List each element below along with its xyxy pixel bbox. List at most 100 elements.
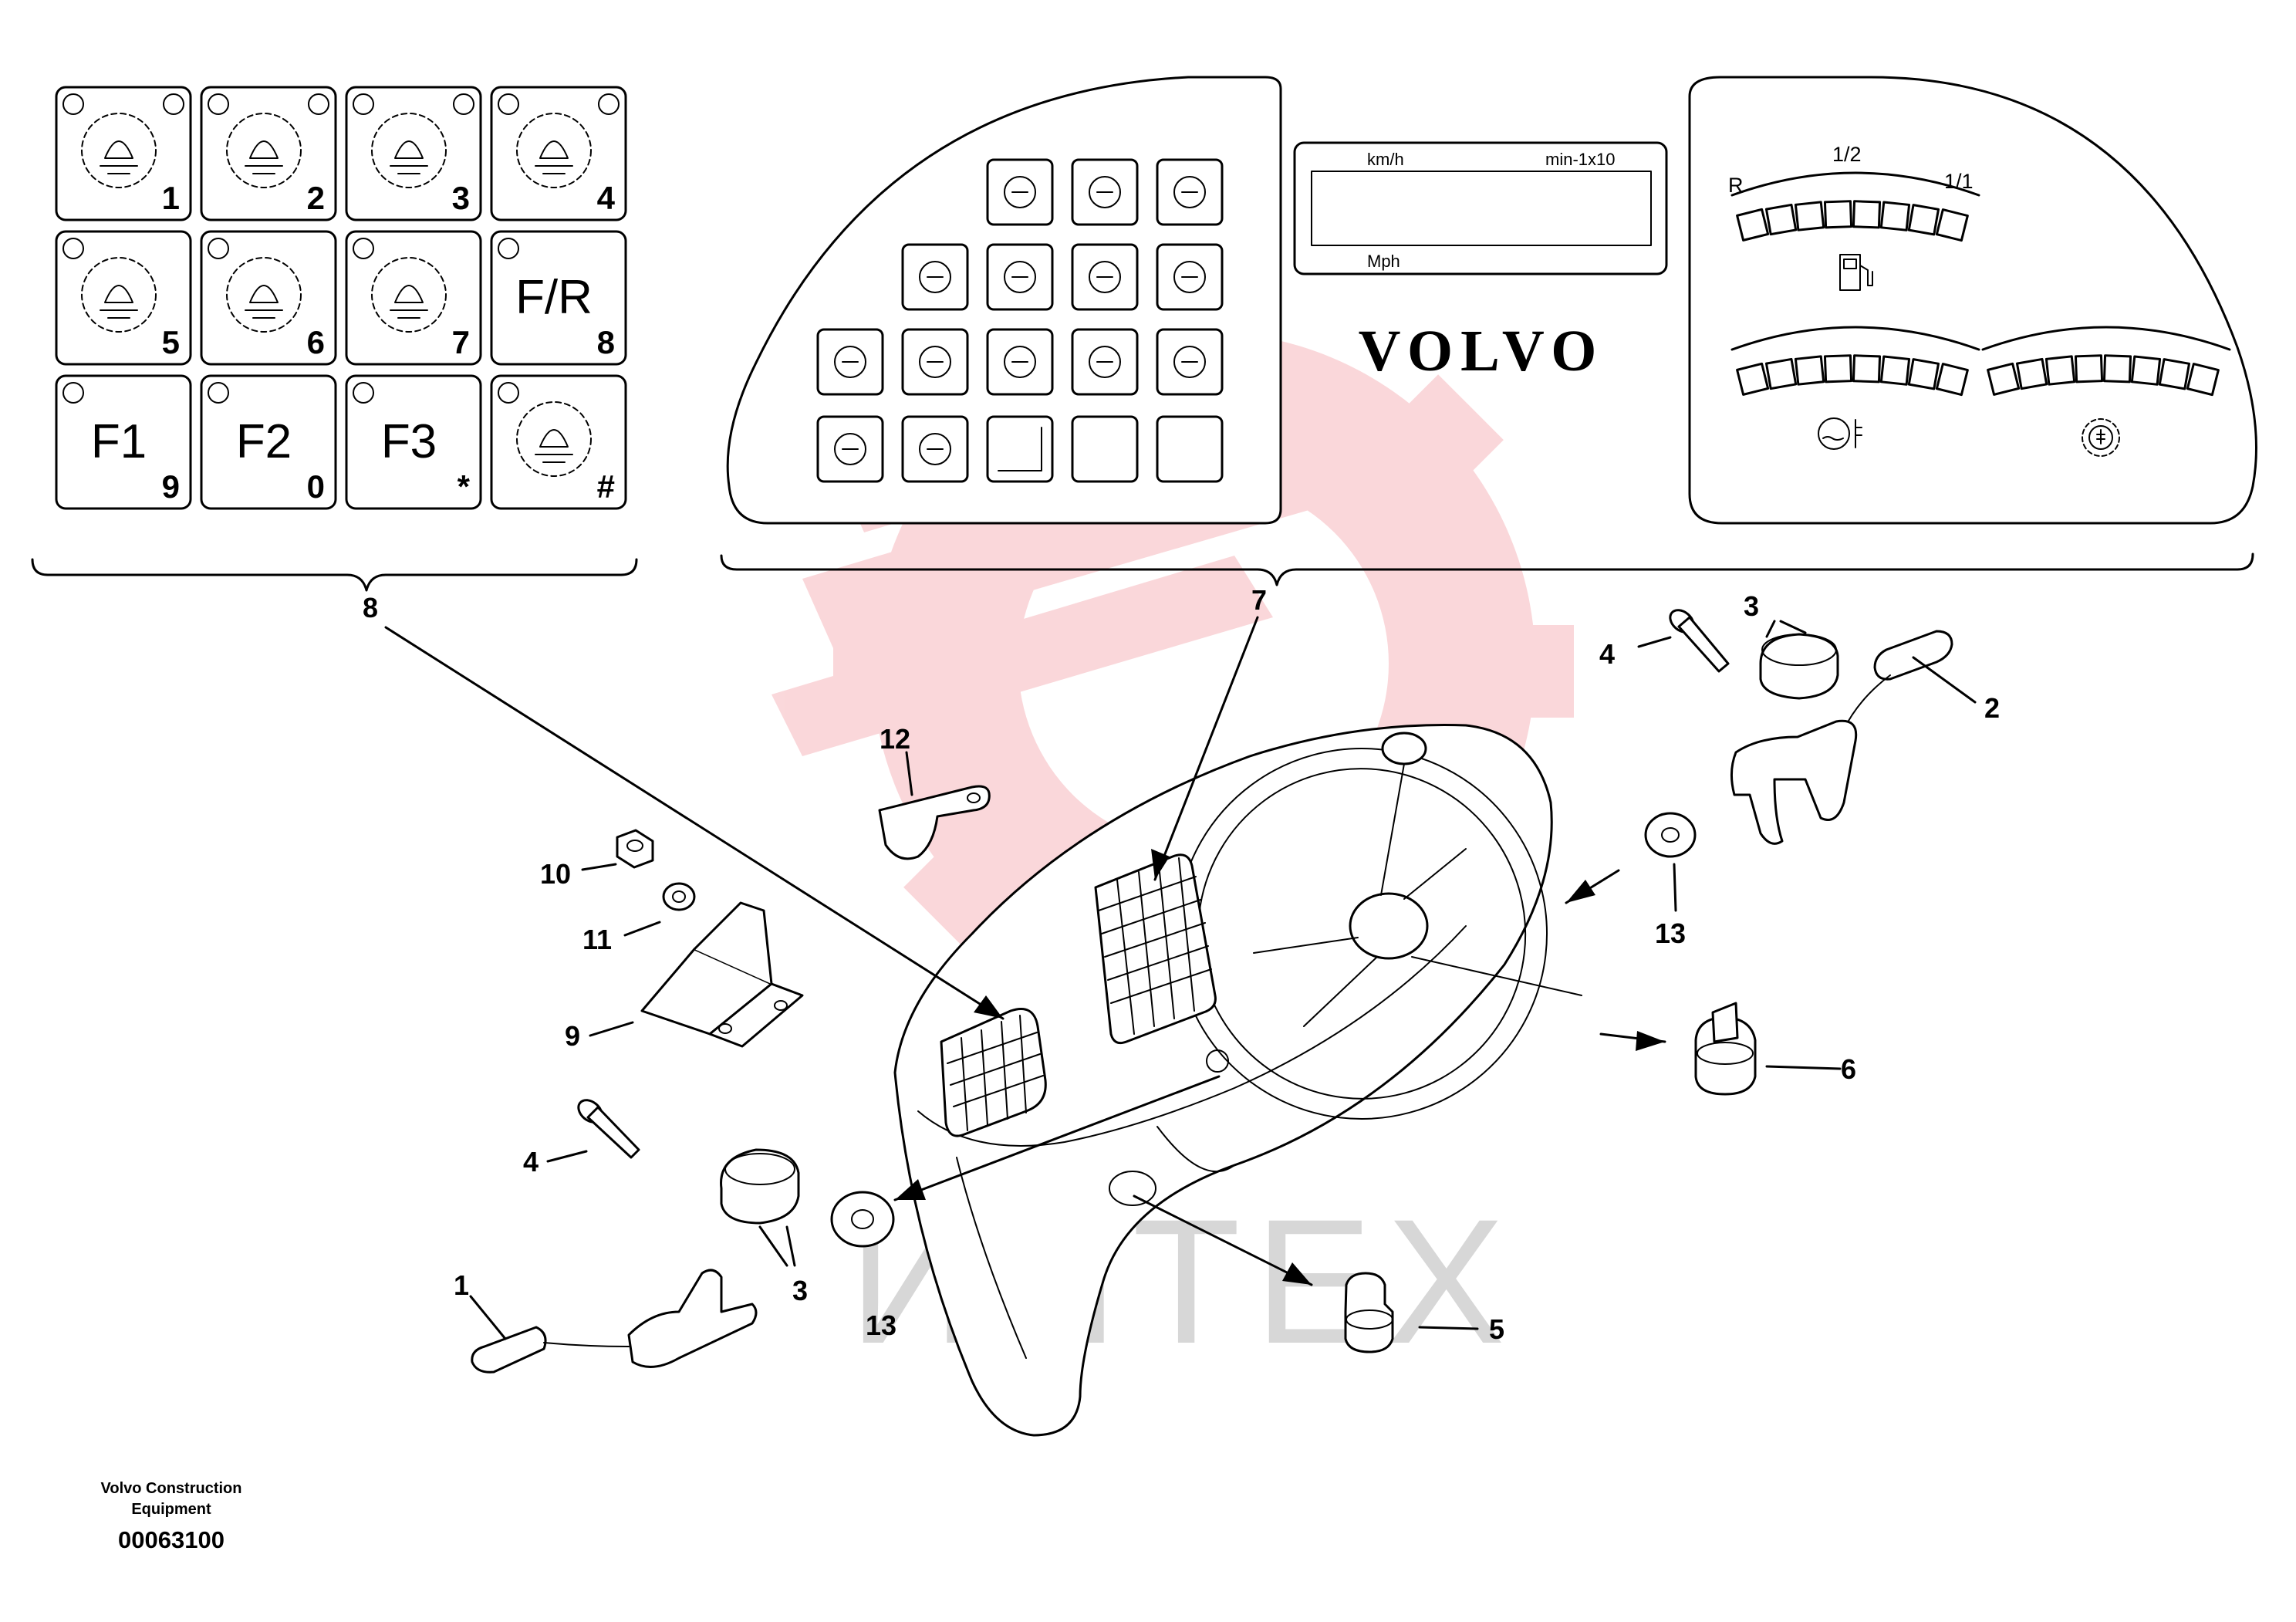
gauge-bars <box>1730 171 2231 397</box>
high-beam-icon <box>986 243 1054 311</box>
part-13-grommet-right <box>1644 812 1697 858</box>
key-label: F2 <box>236 415 292 468</box>
part-12-clip <box>878 785 991 860</box>
key-number: 9 <box>162 468 180 505</box>
dashboard-console <box>893 724 1582 1437</box>
part-4-bolt-right <box>1669 609 1730 673</box>
callout-2: 2 <box>1984 692 2000 724</box>
part-4-bolt-left <box>577 1099 640 1159</box>
battery-charge-icon <box>1156 328 1224 396</box>
blank-lamp-icon <box>986 415 1054 483</box>
rear-wiper-icon <box>516 113 592 188</box>
keypad-key-1[interactable]: 1 <box>55 86 192 221</box>
keypad-key-0[interactable]: F20 <box>200 374 337 510</box>
indicator-led <box>208 382 229 404</box>
transmission-oil-temp-icon <box>901 328 969 396</box>
head-light-low-icon <box>371 113 447 188</box>
warning-light-grid <box>816 158 1224 483</box>
work-light-icon <box>81 113 157 188</box>
preheat-icon <box>901 243 969 311</box>
keypad-key-6[interactable]: 6 <box>200 230 337 366</box>
display-housing <box>1293 141 1668 275</box>
fuel-gauge-icon <box>1839 254 1873 291</box>
drawing-number: 00063100 <box>118 1526 225 1553</box>
key-number: 1 <box>162 180 180 216</box>
keypad-key-8[interactable]: F/R8 <box>490 230 627 366</box>
gauge-segment-bar <box>1730 171 1980 242</box>
blank-lamp-icon <box>1071 415 1139 483</box>
callout-labels: 8 7 12 10 11 9 4 1 3 13 4 3 2 13 6 5 <box>363 584 2000 1345</box>
blank-lamp-icon <box>1156 415 1224 483</box>
part-3-ring-left <box>720 1148 800 1225</box>
gear-label-r: R <box>1728 174 1744 197</box>
callout-10: 10 <box>540 858 571 890</box>
keypad-key-4[interactable]: 4 <box>490 86 627 221</box>
indicator-led <box>163 93 184 115</box>
callout-leaders <box>469 636 1977 1340</box>
callout-3-right: 3 <box>1744 590 1759 622</box>
key-label: F/R <box>515 271 593 324</box>
keypad-key-3[interactable]: 3 <box>345 86 482 221</box>
rotating-beacon-icon <box>81 257 157 333</box>
arrow-up-icon <box>986 158 1054 226</box>
key-label: F3 <box>381 415 437 468</box>
transmission-temp-gauge-icon <box>2082 418 2120 457</box>
part-9-bracket <box>640 901 804 1048</box>
turn-signal-icon <box>1156 158 1224 226</box>
gauge-segment-bar <box>1981 326 2231 397</box>
coolant-temp-gauge-icon <box>1818 417 1862 450</box>
part-2-lever <box>1730 630 1953 845</box>
panel-bracket <box>720 552 2254 586</box>
gauge-segment-bar <box>1730 326 1980 397</box>
head-light-icon <box>226 113 302 188</box>
indicator-led <box>353 238 374 259</box>
central-warning-icon <box>816 328 884 396</box>
callout-9: 9 <box>565 1020 580 1052</box>
bucket-positioner-icon <box>226 257 302 333</box>
engine-oil-pressure-icon <box>1071 328 1139 396</box>
indicator-led <box>353 93 374 115</box>
callout-1: 1 <box>454 1269 469 1301</box>
part-1-lever <box>471 1269 758 1374</box>
key-number: 5 <box>162 324 180 360</box>
arrow-down-icon <box>1071 158 1139 226</box>
keypad-key-2[interactable]: 2 <box>200 86 337 221</box>
callout-6: 6 <box>1841 1053 1856 1085</box>
company-line-1: Volvo Construction <box>101 1480 242 1497</box>
callout-4-right: 4 <box>1599 638 1615 670</box>
key-number: 3 <box>452 180 470 216</box>
indicator-led <box>453 93 474 115</box>
callout-8: 8 <box>363 592 378 623</box>
keypad-key-7[interactable]: 7 <box>345 230 482 366</box>
key-number: 7 <box>452 324 470 360</box>
key-number: 4 <box>597 180 616 216</box>
key-number: 6 <box>307 324 325 360</box>
keypad-key-9[interactable]: F19 <box>55 374 192 510</box>
keypad-key-5[interactable]: 5 <box>55 230 192 366</box>
callout-4-left: 4 <box>523 1146 539 1178</box>
footer: Volvo Construction Equipment 00063100 <box>101 1480 242 1553</box>
indicator-led <box>62 238 84 259</box>
key-number: # <box>597 468 615 505</box>
part-13-grommet-left <box>830 1191 895 1248</box>
instrument-panel: km/h min-1x10 Mph VOLVO R 1/2 1/1 <box>726 76 2257 525</box>
company-line-2: Equipment <box>131 1501 211 1518</box>
gauge-cluster-housing <box>1688 76 2257 525</box>
keypad-key-*[interactable]: F3* <box>345 374 482 510</box>
indicator-led <box>208 238 229 259</box>
indicator-led <box>498 238 519 259</box>
part-5-switch <box>1344 1272 1394 1353</box>
callout-11: 11 <box>582 924 612 955</box>
lcd-screen <box>1311 171 1652 246</box>
rpm-unit-label: min-1x10 <box>1545 150 1615 169</box>
callout-7: 7 <box>1251 584 1267 616</box>
keypad-key-#[interactable]: # <box>490 374 627 510</box>
callout-3-left: 3 <box>792 1275 808 1306</box>
indicator-led <box>308 93 329 115</box>
indicator-led <box>498 93 519 115</box>
part-11-washer <box>662 882 696 911</box>
parking-brake-icon <box>1071 243 1139 311</box>
part-3-ring-right <box>1759 633 1839 700</box>
float-position-icon <box>816 415 884 483</box>
